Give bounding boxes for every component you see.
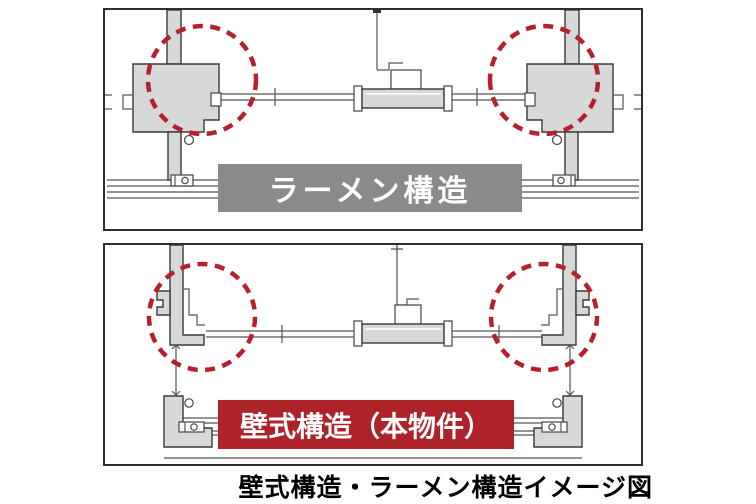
window-lines	[221, 88, 525, 106]
wall-structure-panel: 壁式構造（本物件）	[103, 243, 643, 466]
wall-corner-left	[146, 245, 258, 448]
center-partition	[221, 10, 525, 112]
column-corner-right	[490, 10, 641, 186]
wall-structure-label: 壁式構造（本物件）	[218, 400, 514, 449]
center-partition	[206, 245, 542, 347]
highlight-circle	[145, 23, 259, 137]
figure-caption: 壁式構造・ラーメン構造イメージ図	[238, 474, 653, 502]
rahmen-structure-panel: ラーメン構造	[103, 8, 643, 231]
highlight-circle	[146, 261, 258, 373]
rahmen-structure-label: ラーメン構造	[218, 164, 522, 212]
rahmen-floor-plan-drawing	[105, 10, 641, 199]
window-lines	[206, 325, 542, 343]
column-corner-left	[105, 10, 259, 187]
